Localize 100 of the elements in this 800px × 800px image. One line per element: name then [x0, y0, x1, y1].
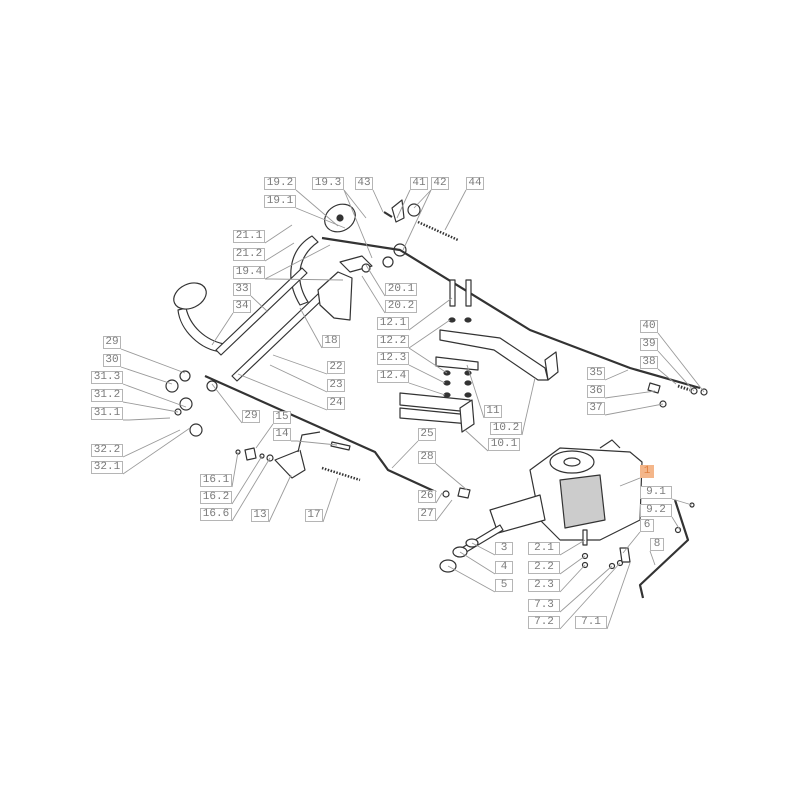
- callout-number: 20.2: [385, 300, 417, 313]
- leader-line: [322, 478, 338, 522]
- leader-line: [392, 440, 418, 468]
- callout-number: 12.2: [377, 335, 409, 348]
- callout-number: 26: [418, 490, 436, 503]
- leader-line: [296, 208, 346, 228]
- leader-line: [212, 384, 242, 424]
- leader-line: [606, 562, 630, 630]
- leader-line: [408, 382, 446, 396]
- leader-line: [268, 474, 292, 522]
- leader-line: [272, 354, 328, 374]
- leader-line: [120, 348, 186, 374]
- leader-line: [232, 452, 238, 488]
- leader-line: [232, 458, 270, 522]
- callout-number: 17: [305, 509, 323, 522]
- leader-line: [560, 562, 620, 630]
- leader-line: [122, 384, 186, 408]
- callout-number: 43: [355, 177, 373, 190]
- leader-line: [122, 418, 170, 420]
- callout-number: 36: [587, 385, 605, 398]
- leader-line: [250, 296, 268, 312]
- leader-line: [658, 350, 694, 392]
- leader-line: [658, 368, 676, 384]
- callout-number: 12.4: [377, 370, 409, 383]
- callout-number: 18: [322, 335, 340, 348]
- callout-number: 7.2: [528, 616, 560, 629]
- callout-number: 16.1: [200, 474, 232, 487]
- leader-line: [414, 190, 432, 208]
- callout-number: 31.1: [91, 407, 123, 420]
- callout-number: 37: [587, 402, 605, 415]
- leader-line: [264, 242, 294, 262]
- callout-number: 7.3: [528, 599, 560, 612]
- leader-line: [622, 532, 640, 554]
- leader-line: [366, 264, 386, 296]
- callout-number: 12.1: [377, 317, 409, 330]
- callout-number: 13: [251, 509, 269, 522]
- callout-number: 11: [484, 405, 502, 418]
- callout-number: 31.2: [91, 389, 123, 402]
- callout-number: 34: [233, 300, 251, 313]
- leader-line: [270, 364, 328, 392]
- leader-line: [408, 348, 448, 374]
- callout-number: 35: [587, 367, 605, 380]
- leader-line: [256, 424, 274, 448]
- callout-number: 1: [640, 465, 654, 478]
- callout-number: 29: [103, 336, 121, 349]
- leader-line: [122, 402, 178, 412]
- leader-line: [672, 516, 680, 530]
- leader-line: [122, 430, 180, 458]
- callout-number: 5: [495, 579, 513, 592]
- callout-number: 42: [431, 177, 449, 190]
- callout-number: 22: [327, 361, 345, 374]
- leader-line: [444, 190, 466, 230]
- leader-line: [212, 312, 234, 346]
- leader-line: [344, 190, 366, 218]
- leader-line: [296, 190, 338, 226]
- callout-number: 10.1: [488, 438, 520, 451]
- callout-number: 9.1: [640, 486, 672, 499]
- leader-line: [238, 374, 328, 410]
- callout-number: 2.1: [528, 542, 560, 555]
- callout-number: 19.1: [264, 195, 296, 208]
- leader-line: [436, 492, 442, 504]
- leader-line: [232, 456, 262, 504]
- callout-number: 21.2: [233, 248, 265, 261]
- leader-line: [460, 552, 496, 574]
- callout-number: 30: [103, 354, 121, 367]
- callout-number: 28: [418, 451, 436, 464]
- callout-number: 14: [273, 428, 291, 441]
- leader-line: [448, 566, 496, 592]
- leader-line: [396, 190, 410, 218]
- leader-line: [120, 366, 172, 384]
- leader-line: [408, 298, 452, 330]
- callout-number: 33: [233, 283, 251, 296]
- leader-line: [264, 278, 344, 280]
- leader-line: [560, 540, 586, 556]
- leader-line: [402, 190, 432, 250]
- callout-number: 3: [495, 542, 513, 555]
- callout-number: 8: [650, 538, 664, 551]
- callout-number: 2.2: [528, 561, 560, 574]
- leader-line: [290, 440, 338, 446]
- leader-line: [408, 320, 450, 348]
- leader-line: [560, 556, 586, 574]
- callout-number: 24: [327, 397, 345, 410]
- leader-line: [466, 364, 484, 418]
- callout-number: 4: [495, 561, 513, 574]
- callout-number: 12.3: [377, 352, 409, 365]
- callout-number: 27: [418, 508, 436, 521]
- leader-line: [122, 428, 190, 474]
- leader-line: [650, 550, 656, 566]
- callout-number: 31.3: [91, 371, 123, 384]
- callout-number: 19.2: [264, 177, 296, 190]
- callout-number: 2.3: [528, 579, 560, 592]
- leader-line: [362, 276, 386, 314]
- leader-line: [672, 498, 692, 506]
- callout-number: 39: [640, 338, 658, 351]
- leader-line: [264, 244, 330, 280]
- leader-line: [464, 430, 488, 452]
- callout-number: 19.3: [312, 177, 344, 190]
- leader-line: [560, 566, 612, 612]
- callout-number: 38: [640, 356, 658, 369]
- callout-number: 32.1: [91, 461, 123, 474]
